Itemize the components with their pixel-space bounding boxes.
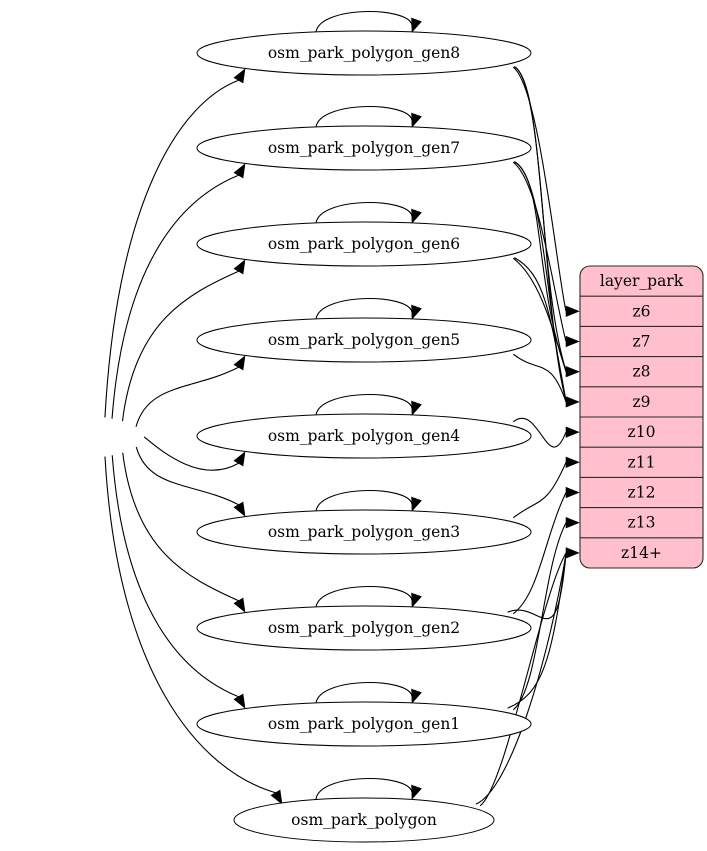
edge-bundle-base-to-z14 [475,553,567,805]
table-row-label-z6[interactable]: z6 [632,302,650,320]
edges-layer [104,11,580,807]
edge-arrowhead-gen1-row [565,517,580,529]
node-label-gen1: osm_park_polygon_gen1 [268,715,460,733]
self-loop-arrowhead-gen5 [411,304,422,320]
edge-arrowhead-imposm3-gen2 [233,597,246,613]
node-gen4[interactable]: osm_park_polygon_gen4 [196,413,532,459]
edge-base-to-z14+ [479,552,567,807]
self-loop-arrowhead-base [411,784,422,800]
self-loop-gen2 [315,586,413,608]
self-loop-arrowhead-gen2 [411,592,422,608]
self-loop-base [315,778,413,800]
self-loop-gen7 [315,106,413,128]
node-gen3[interactable]: osm_park_polygon_gen3 [196,509,532,555]
edge-bundle-gen6-to-row3 [514,257,567,401]
edge-arrowhead-imposm3-gen3 [233,501,246,517]
node-label-gen6: osm_park_polygon_gen6 [268,235,460,253]
node-label-gen3: osm_park_polygon_gen3 [268,523,460,541]
self-loop-gen3 [315,490,413,512]
node-label-gen2: osm_park_polygon_gen2 [268,619,460,637]
self-loop-gen8 [315,11,413,33]
node-base[interactable]: osm_park_polygon [233,797,495,843]
edge-gen2-to-z12 [512,492,567,615]
self-loop-gen6 [315,202,413,224]
edge-gen3-to-z11 [512,462,567,519]
self-loop-arrowhead-gen3 [411,496,422,512]
edge-arrowhead-imposm3-gen8 [233,68,246,84]
nodes-layer: osm_park_polygon_gen8 osm_park_polygon_ge… [196,30,532,843]
edge-arrowhead-gen2-row [565,486,580,499]
edge-arrowhead-gen7-row [565,335,580,348]
edge-arrowhead-gen3-row [565,456,580,468]
node-label-gen7: osm_park_polygon_gen7 [268,139,460,157]
node-ellipse-base[interactable] [233,797,495,843]
node-ellipse-gen2[interactable] [196,605,532,651]
node-label-base: osm_park_polygon [291,811,437,829]
edge-imposm3-to-gen5 [135,366,239,427]
edge-arrowhead-gen5-row [565,396,580,408]
table-row-label-z14+[interactable]: z14+ [621,544,662,562]
self-loop-arrowhead-gen4 [411,400,422,416]
self-loop-arrowhead-gen7 [411,112,422,128]
table-layer: layer_park z6 z7 z8 z9 z10 z11 z12 z13 z14+ [579,265,704,569]
node-ellipse-gen3[interactable] [196,509,532,555]
edge-imposm3-to-gen7 [111,174,239,419]
self-loop-gen1 [315,682,413,704]
node-gen6[interactable]: osm_park_polygon_gen6 [196,221,532,267]
table-row-label-z8[interactable]: z8 [632,363,650,381]
node-ellipse-gen7[interactable] [196,125,532,171]
table-row-label-z9[interactable]: z9 [632,393,650,411]
self-loop-arrowhead-gen1 [411,688,422,704]
edge-bundle-gen2-to-z14 [507,553,567,620]
edge-arrowhead-gen4-row [565,426,580,438]
edge-arrowhead-imposm3-gen4 [233,451,246,467]
edge-gen7-to-z7 [512,161,567,342]
node-label-gen5: osm_park_polygon_gen5 [268,331,460,349]
table-row-label-z13[interactable]: z13 [628,514,656,532]
edge-imposm3-to-gen2 [122,452,239,602]
edge-arrowhead-imposm3-gen7 [233,163,246,179]
edge-imposm3-to-gen1 [111,455,239,698]
table-row-label-z12[interactable]: z12 [628,484,656,502]
edge-arrowhead-imposm3-gen1 [233,693,246,709]
node-gen7[interactable]: osm_park_polygon_gen7 [196,125,532,171]
edge-arrowhead-base-row [565,547,580,559]
edge-gen5-to-z9 [512,353,567,403]
layer-park-header-label: layer_park [600,272,684,290]
node-ellipse-gen1[interactable] [196,701,532,747]
self-loop-arrowhead-gen6 [411,208,422,224]
node-ellipse-gen8[interactable] [196,30,532,76]
table-row-label-z10[interactable]: z10 [628,423,656,441]
node-label-gen4: osm_park_polygon_gen4 [268,427,460,445]
edge-arrowhead-imposm3-gen5 [233,355,246,371]
edge-gen8-to-z6 [512,66,567,312]
edge-imposm3-to-base [104,456,276,794]
node-label-gen8: osm_park_polygon_gen8 [268,44,460,62]
node-gen2[interactable]: osm_park_polygon_gen2 [196,605,532,651]
node-ellipse-gen6[interactable] [196,221,532,267]
edge-bundle-gen7-to-row2 [514,161,567,371]
edge-arrowhead-gen8-row [565,305,580,317]
edge-imposm3-to-gen6 [121,270,239,422]
node-gen5[interactable]: osm_park_polygon_gen5 [196,317,532,363]
edge-arrowhead-imposm3-gen6 [233,259,246,275]
node-gen8[interactable]: osm_park_polygon_gen8 [196,30,532,76]
table-row-label-z7[interactable]: z7 [632,333,650,351]
self-loop-arrowhead-gen8 [411,17,422,33]
edge-imposm3-to-gen8 [104,79,239,418]
node-gen1[interactable]: osm_park_polygon_gen1 [196,701,532,747]
edge-arrowhead-imposm3-base [270,789,283,805]
node-ellipse-gen5[interactable] [196,317,532,363]
edge-gen4-to-z10 [512,418,567,448]
table-row-label-z11[interactable]: z11 [628,453,656,471]
edge-imposm3-to-gen3 [135,446,239,506]
node-ellipse-gen4[interactable] [196,413,532,459]
edge-bundle-gen8-to-row2 [514,66,567,371]
self-loop-gen4 [315,394,413,416]
edge-imposm3-to-gen4 [143,436,239,471]
edge-arrowhead-gen6-row [565,366,580,378]
self-loop-gen5 [315,298,413,320]
